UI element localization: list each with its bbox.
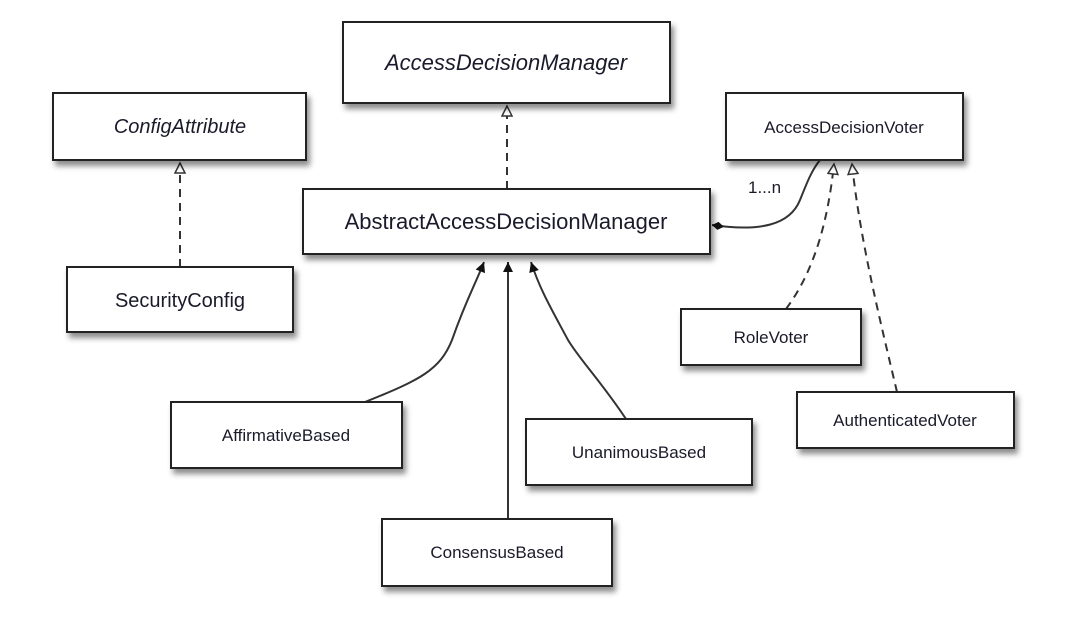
generalization-unanimous bbox=[529, 261, 627, 420]
class-name: AccessDecisionVoter bbox=[764, 118, 924, 137]
multiplicity-label: 1...n bbox=[748, 178, 781, 197]
class-name: ConsensusBased bbox=[430, 543, 563, 562]
class-name: RoleVoter bbox=[734, 328, 809, 347]
class-security-config: SecurityConfig bbox=[66, 266, 294, 333]
realization-authenticatedvoter-to-voter bbox=[852, 164, 898, 393]
composition-abstract-to-voter bbox=[711, 159, 821, 230]
realization-rolevoter-to-voter bbox=[785, 164, 834, 310]
class-consensus-based: ConsensusBased bbox=[381, 518, 613, 587]
class-name: AbstractAccessDecisionManager bbox=[345, 209, 668, 234]
class-config-attribute: ConfigAttribute bbox=[52, 92, 307, 161]
class-name: AuthenticatedVoter bbox=[833, 411, 977, 430]
class-name: AffirmativeBased bbox=[222, 426, 350, 445]
class-name: ConfigAttribute bbox=[114, 116, 246, 138]
class-name: SecurityConfig bbox=[115, 290, 245, 312]
class-access-decision-manager: AccessDecisionManager bbox=[342, 21, 671, 104]
class-affirmative-based: AffirmativeBased bbox=[170, 401, 403, 469]
edges bbox=[180, 106, 898, 519]
class-access-decision-voter: AccessDecisionVoter bbox=[725, 92, 964, 161]
class-name: AccessDecisionManager bbox=[383, 50, 629, 75]
generalization-affirmative bbox=[364, 261, 486, 403]
class-authenticated-voter: AuthenticatedVoter bbox=[796, 391, 1015, 449]
class-unanimous-based: UnanimousBased bbox=[525, 418, 753, 486]
class-role-voter: RoleVoter bbox=[680, 308, 862, 366]
class-abstract-access-decision-manager: AbstractAccessDecisionManager bbox=[302, 188, 711, 255]
class-name: UnanimousBased bbox=[572, 443, 706, 462]
